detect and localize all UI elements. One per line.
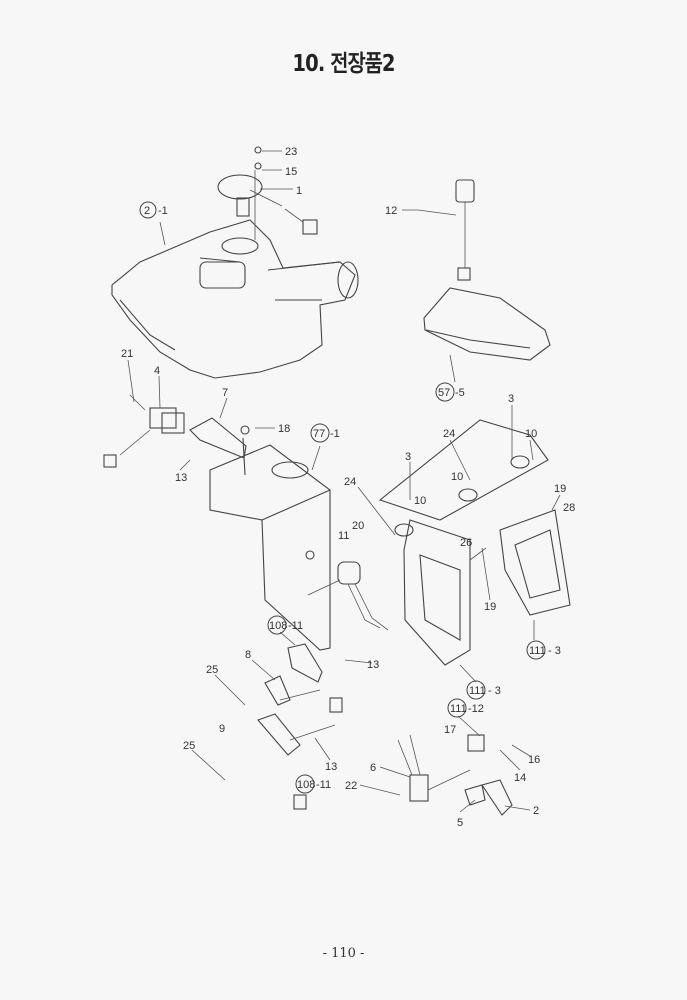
callout: 28 (563, 502, 575, 514)
callout: 19 (554, 483, 566, 495)
callout: 108 (297, 779, 315, 791)
callout: 25 (206, 664, 218, 676)
callout: 12 (385, 205, 397, 217)
callout: 6 (370, 762, 376, 774)
callout: 13 (325, 761, 337, 773)
callout: 7 (222, 387, 228, 399)
callout: 3 (405, 451, 411, 463)
callout: 5 (457, 817, 463, 829)
callout-labels: 23 15 1 2 -1 12 57 -5 21 4 7 18 77 -1 13… (121, 146, 575, 829)
callout: 57 (438, 387, 450, 399)
callout: -11 (316, 779, 331, 791)
page-title: 10. 전장품2 (292, 51, 395, 77)
callout: 3 (508, 393, 514, 405)
page-number: - 110 - (322, 946, 365, 961)
callout: 21 (121, 348, 133, 360)
callout: -1 (158, 205, 168, 217)
callout: 16 (528, 754, 540, 766)
callout: 77 (313, 428, 325, 440)
callout: -12 (468, 703, 484, 715)
callout: 17 (444, 724, 456, 736)
callout: 111 (529, 645, 546, 657)
callout: -5 (455, 387, 465, 399)
switch-group (378, 419, 571, 666)
callout: 19 (484, 601, 496, 613)
callout: 20 (352, 520, 364, 532)
callout: 14 (514, 772, 526, 784)
callout: 22 (345, 780, 357, 792)
callout: 24 (344, 476, 356, 488)
callout: 13 (367, 659, 379, 671)
callout: 10 (414, 495, 426, 507)
callout: 24 (443, 428, 455, 440)
lower-right-switch (397, 734, 513, 816)
callout: 111 (469, 685, 486, 697)
callout: 15 (285, 166, 297, 178)
callout: -11 (288, 620, 303, 632)
callout: 8 (245, 649, 251, 661)
callout: 4 (154, 365, 160, 377)
callout: 10 (525, 428, 537, 440)
callout: - 3 (548, 645, 561, 657)
callout: 18 (278, 423, 290, 435)
callout: 26 (460, 537, 472, 549)
callout: 9 (219, 723, 225, 735)
fuel-tank (111, 219, 359, 379)
fuel-sender-unit (217, 146, 318, 240)
ignition-switch (307, 561, 389, 631)
fuel-gauge (423, 179, 551, 361)
callout: 10 (451, 471, 463, 483)
callout: 1 (296, 185, 302, 197)
callout: 111 (450, 703, 467, 715)
callout: 23 (285, 146, 297, 158)
callout: 108 (269, 620, 287, 632)
callout: - 3 (488, 685, 501, 697)
callout: 2 (144, 205, 150, 217)
callout: -1 (330, 428, 340, 440)
callout: 2 (533, 805, 539, 817)
callout: 11 (338, 530, 349, 542)
callout: 25 (183, 740, 195, 752)
callout: 13 (175, 472, 187, 484)
relay-bracket (103, 394, 250, 476)
lower-left-switches (257, 643, 343, 810)
panel-box (209, 444, 331, 651)
